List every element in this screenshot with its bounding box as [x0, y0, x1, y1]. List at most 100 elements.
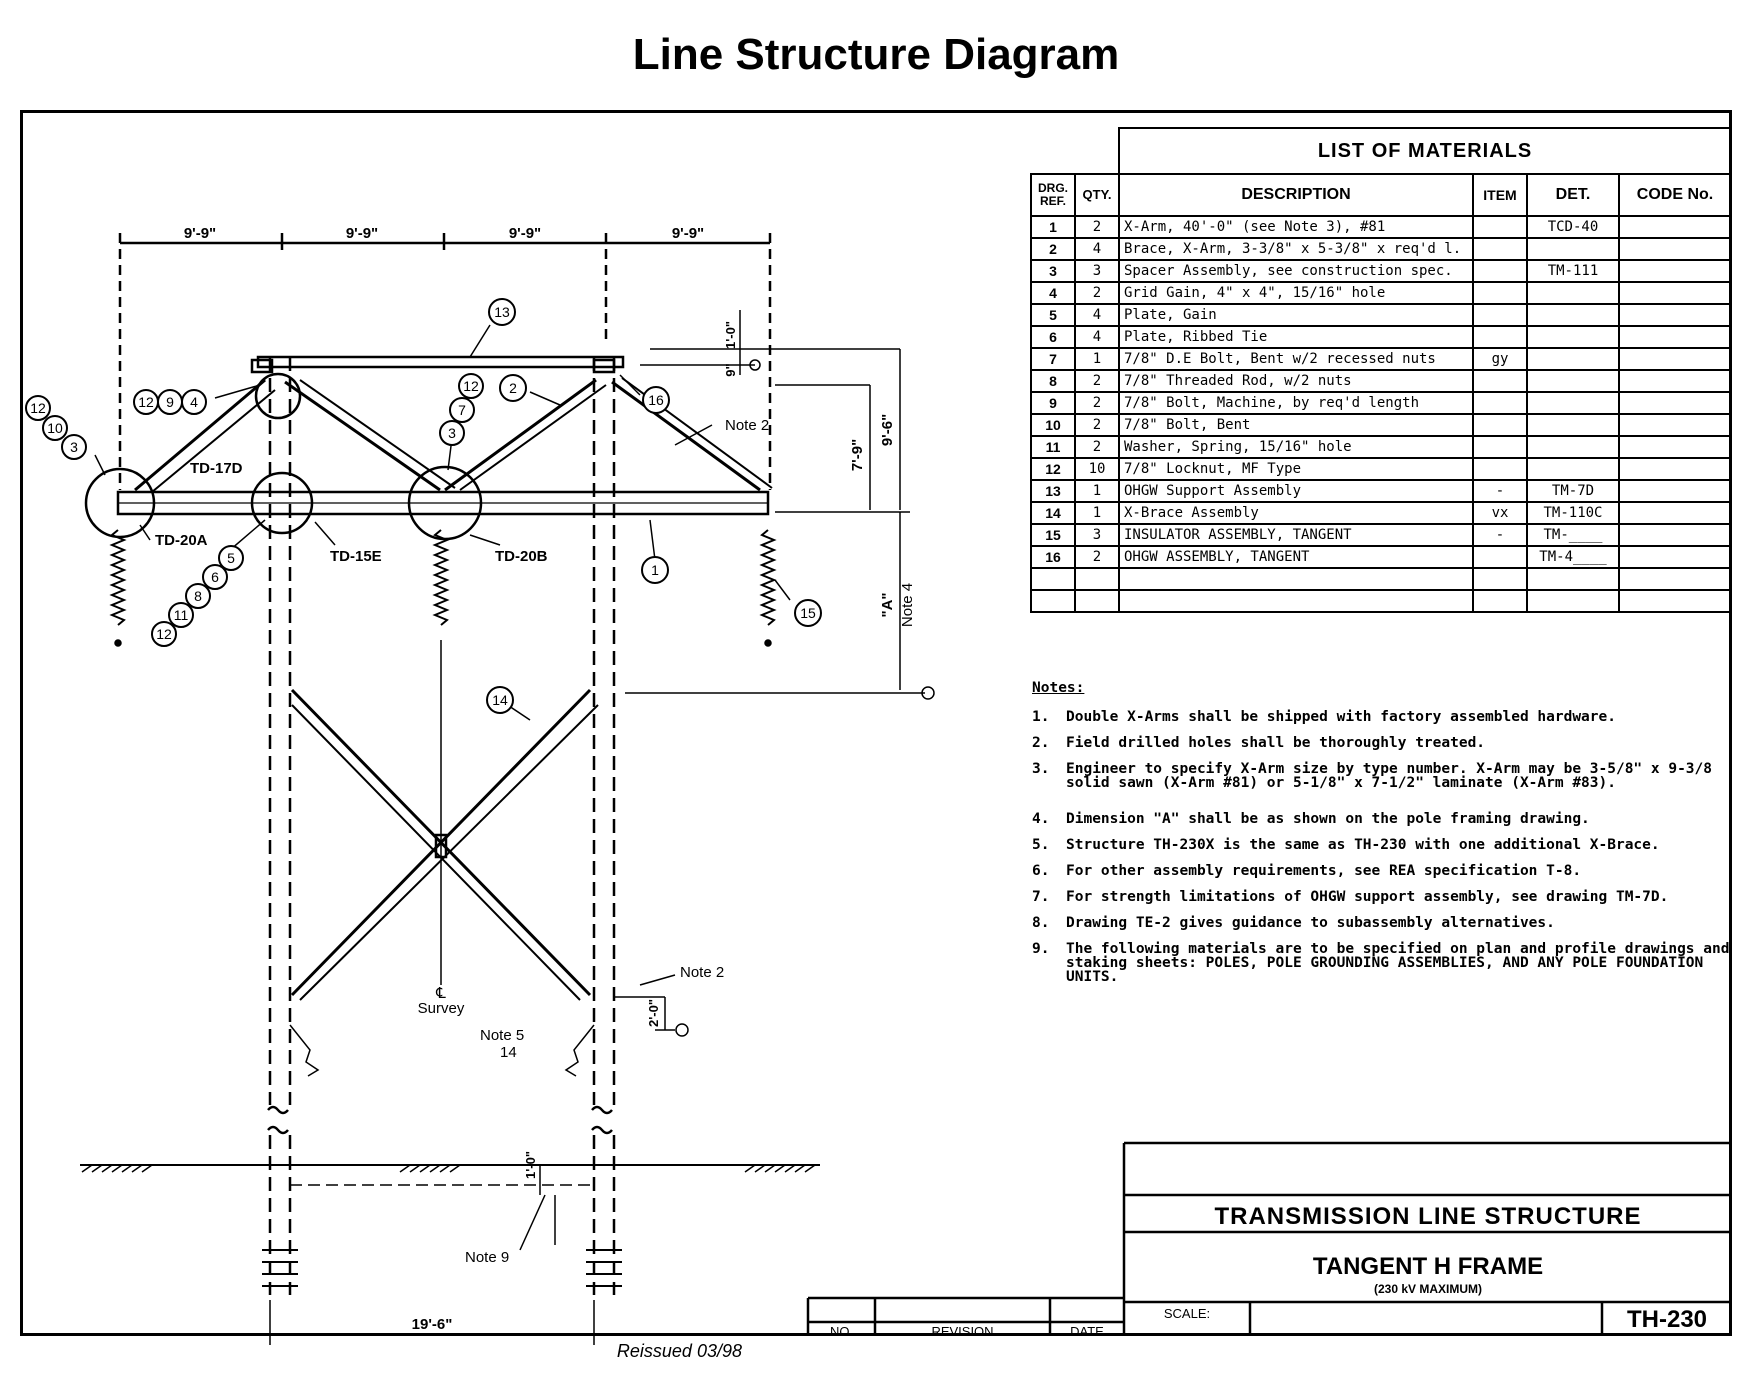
revision-col-no: NO. — [829, 1324, 854, 1339]
cell-det: TM-110C — [1526, 501, 1620, 525]
leader-1 — [649, 519, 656, 561]
note-item: 6.For other assembly requirements, see R… — [1032, 864, 1732, 879]
cell-qty: 10 — [1074, 457, 1120, 481]
cell-item — [1472, 215, 1528, 239]
title-block-drawing-number: TH-230 — [1626, 1306, 1708, 1333]
cell-item — [1472, 237, 1528, 261]
balloon-5-label: 5 — [227, 550, 235, 566]
cell-desc: Washer, Spring, 15/16" hole — [1118, 435, 1474, 459]
cell-qty: 4 — [1074, 303, 1120, 327]
cell-ref: 14 — [1030, 501, 1076, 525]
datum-bottom — [675, 1023, 689, 1037]
cell-det — [1526, 435, 1620, 459]
dim-top-1: 9'-9" — [184, 225, 216, 242]
ohgw-clamp-left — [250, 358, 274, 374]
notes-section: Notes: 1.Double X-Arms shall be shipped … — [1032, 680, 1732, 996]
balloon-12c — [458, 373, 484, 399]
cell-qty: 2 — [1074, 545, 1120, 569]
balloon-3a-label: 3 — [70, 439, 78, 455]
cell-qty: 4 — [1074, 325, 1120, 349]
insulator-right-end — [764, 639, 772, 647]
cell-code — [1617, 435, 1733, 459]
balloon-10 — [42, 415, 68, 441]
detail-circle-td17d — [254, 372, 302, 420]
cell-item — [1472, 589, 1528, 613]
note-text: Dimension "A" shall be as shown on the p… — [1066, 811, 1590, 827]
cell-det — [1526, 413, 1620, 437]
cell-qty: 1 — [1074, 479, 1120, 503]
cell-det — [1526, 303, 1620, 327]
label-note5-ref: 14 — [500, 1044, 517, 1061]
balloon-1 — [641, 556, 669, 584]
cell-det — [1526, 237, 1620, 261]
note-item: 1.Double X-Arms shall be shipped with fa… — [1032, 710, 1732, 725]
cell-qty: 2 — [1074, 369, 1120, 393]
cell-det — [1526, 391, 1620, 415]
pole-break-right-top — [591, 1105, 613, 1115]
pole-break-left-top — [267, 1105, 289, 1115]
x-brace-2b — [299, 704, 599, 1001]
note-item: 4.Dimension "A" shall be as shown on the… — [1032, 811, 1732, 827]
cell-item — [1472, 435, 1528, 459]
leader-2 — [529, 391, 561, 406]
balloon-14-label: 14 — [492, 692, 508, 708]
balloon-15 — [794, 599, 822, 627]
materials-row — [1030, 567, 1733, 591]
balloon-7-label: 7 — [458, 402, 466, 418]
ground-hatch — [81, 1164, 816, 1173]
leader-note2-top — [674, 424, 713, 446]
cell-code — [1617, 303, 1733, 327]
cell-item — [1472, 567, 1528, 591]
cell-item — [1472, 369, 1528, 393]
balloon-6 — [202, 564, 228, 590]
col-code-no: CODE No. — [1617, 173, 1733, 217]
note-number: 7. — [1032, 889, 1050, 905]
cell-item — [1472, 457, 1528, 481]
cell-det — [1526, 457, 1620, 481]
label-note2-bottom: Note 2 — [680, 964, 724, 981]
cell-code — [1617, 391, 1733, 415]
balloon-4-label: 4 — [190, 394, 198, 410]
balloon-15-label: 15 — [800, 605, 816, 621]
note-number: 2. — [1032, 735, 1050, 751]
brace-3 — [444, 378, 597, 492]
cell-code — [1617, 237, 1733, 261]
note-number: 8. — [1032, 915, 1050, 931]
cell-det — [1526, 325, 1620, 349]
cell-ref: 13 — [1030, 479, 1076, 503]
cell-ref: 5 — [1030, 303, 1076, 327]
balloon-9-label: 9 — [166, 394, 174, 410]
leader-3a — [94, 454, 106, 476]
label-td15e: TD-15E — [330, 548, 382, 565]
cell-code — [1617, 567, 1733, 591]
balloon-12a-label: 12 — [138, 394, 154, 410]
cell-code — [1617, 369, 1733, 393]
cell-item — [1472, 413, 1528, 437]
brace-2b — [299, 379, 456, 489]
cell-item: vx — [1472, 501, 1528, 525]
balloon-12b-label: 12 — [30, 400, 46, 416]
note-number: 5. — [1032, 837, 1050, 853]
cell-ref: 3 — [1030, 259, 1076, 283]
cell-qty: 2 — [1074, 413, 1120, 437]
cell-code — [1617, 281, 1733, 305]
revision-col-revision: REVISION — [931, 1324, 994, 1339]
balloon-12c-label: 12 — [463, 378, 479, 394]
cell-desc: X-Arm, 40'-0" (see Note 3), #81 — [1118, 215, 1474, 239]
note-text: Engineer to specify X-Arm size by type n… — [1066, 761, 1713, 791]
cell-ref: 6 — [1030, 325, 1076, 349]
cell-qty — [1074, 567, 1120, 591]
title-block-structure: TRANSMISSION LINE STRUCTURE — [1214, 1203, 1642, 1230]
dim-A: "A" — [879, 592, 896, 617]
pole-break-left-bottom — [267, 1125, 289, 1135]
leader-4 — [214, 384, 261, 399]
leader-note2-bottom — [639, 974, 676, 986]
cell-qty: 3 — [1074, 523, 1120, 547]
leader-16 — [619, 374, 641, 396]
